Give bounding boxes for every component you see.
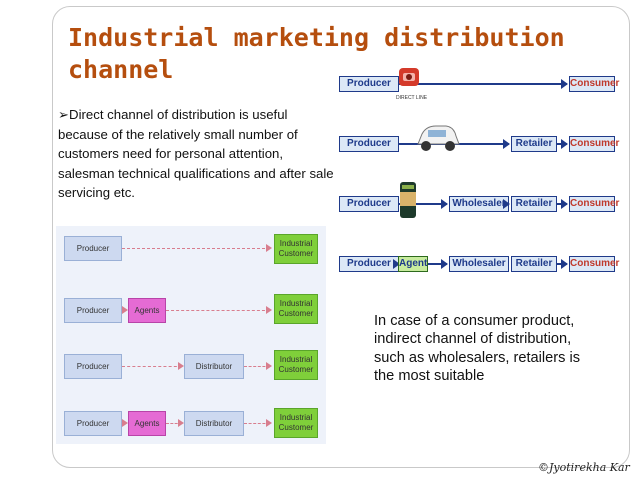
producer-box: Producer: [64, 298, 122, 323]
consumer-box: Consumer: [569, 136, 619, 152]
channel-arrow: [122, 244, 272, 252]
channel-arrow: [399, 79, 568, 89]
producer-box: Producer: [64, 411, 122, 436]
distributor-box: Distributor: [184, 411, 244, 436]
wholesaler-box: Wholesaler: [449, 196, 509, 212]
channel-arrow: [122, 362, 184, 370]
customer-label-1: Industrial: [279, 239, 313, 248]
agents-box: Agents: [128, 411, 166, 436]
consumer-box: Consumer: [569, 76, 619, 92]
producer-box: Producer: [339, 136, 399, 152]
customer-label-2: Customer: [278, 309, 314, 318]
title-line-2: channel: [68, 55, 174, 84]
channel-arrow: [166, 306, 272, 314]
telephone-icon: [399, 68, 419, 86]
channel-arrow: [399, 199, 448, 209]
producer-box: Producer: [339, 196, 399, 212]
consumer-box: Consumer: [569, 196, 619, 212]
agents-box: Agents: [128, 298, 166, 323]
channel-arrow: [244, 362, 272, 370]
copyright-text: ©Jyotirekha Kar: [538, 461, 630, 474]
producer-box: Producer: [339, 256, 399, 272]
title-line-1: Industrial marketing distribution: [68, 23, 565, 52]
channel-arrow: [122, 306, 128, 314]
consumer-box: Consumer: [569, 256, 619, 272]
slide-title: Industrial marketing distribution channe…: [68, 22, 565, 86]
producer-box: Producer: [64, 354, 122, 379]
channel-arrow: [557, 139, 568, 149]
channel-arrow: [428, 259, 448, 269]
customer-label-2: Customer: [278, 365, 314, 374]
wholesaler-box: Wholesaler: [449, 256, 509, 272]
slide-frame: [52, 6, 630, 468]
customer-label-2: Customer: [278, 423, 314, 432]
customer-label-1: Industrial: [279, 299, 313, 308]
customer-label-2: Customer: [278, 249, 314, 258]
producer-box: Producer: [64, 236, 122, 261]
agent-box: Agent: [398, 256, 428, 272]
customer-label-1: Industrial: [279, 413, 313, 422]
distributor-box: Distributor: [184, 354, 244, 379]
retailer-box: Retailer: [511, 256, 557, 272]
channel-arrow: [122, 419, 128, 427]
channel-arrow: [244, 419, 272, 427]
customer-label-1: Industrial: [279, 355, 313, 364]
channel-arrow: [557, 199, 568, 209]
direct-channel-text: ➢Direct channel of distribution is usefu…: [58, 107, 334, 201]
channel-arrow: [557, 259, 568, 269]
retailer-box: Retailer: [511, 136, 557, 152]
car-icon: [417, 125, 460, 151]
retailer-box: Retailer: [511, 196, 557, 212]
channel-arrow: [166, 419, 184, 427]
direct-line-caption: DIRECT LINE: [396, 95, 428, 101]
producer-box: Producer: [339, 76, 399, 92]
consumer-channel-note: In case of a consumer product, indirect …: [374, 313, 581, 385]
can-icon: [400, 182, 416, 218]
